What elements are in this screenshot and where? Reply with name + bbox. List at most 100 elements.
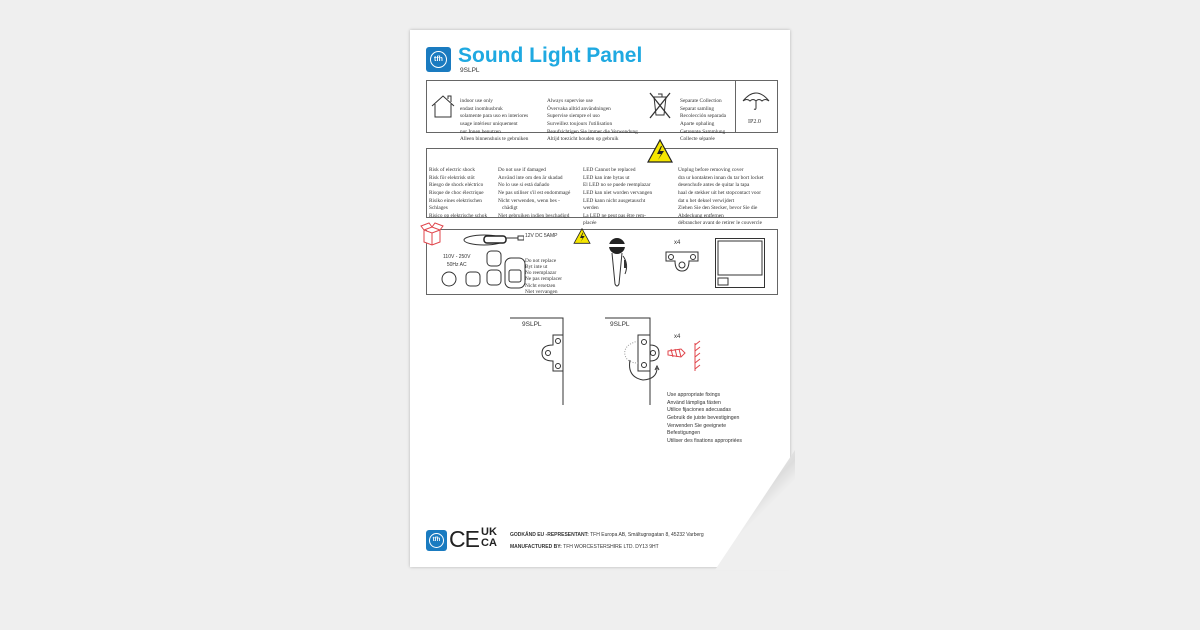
text-line: LED kan niet worden vervangen bbox=[583, 189, 653, 196]
bracket-quantity: x4 bbox=[674, 240, 681, 246]
model-label-left: 9SLPL bbox=[522, 321, 542, 328]
text-line: LED Cannot be replaced bbox=[583, 167, 636, 174]
contents-box: 12V DC 5AMP 110V - 250V 50Hz AC Do not r… bbox=[426, 228, 778, 295]
text-line: Risiko eines elektrischen Schlages bbox=[429, 197, 482, 212]
ce-mark: CE bbox=[449, 526, 480, 552]
light-panel-icon bbox=[715, 238, 765, 288]
text-line: Använd inte om den är skadad bbox=[498, 174, 563, 181]
text-line: Risk för elektrisk stöt bbox=[429, 174, 475, 181]
model-label-right: 9SLPL bbox=[610, 321, 630, 328]
text-line: Separate Collection bbox=[680, 98, 722, 105]
text-line: Surveillez toujours l'utilisation bbox=[547, 120, 613, 127]
text-line: Always supervise use bbox=[547, 98, 593, 105]
mfr-label: MANUFACTURED BY: bbox=[510, 544, 562, 550]
text-line: Alleen binnenshuis te gebruiken bbox=[460, 136, 529, 143]
text-line: Ziehen Sie den Stecker, bevor Sie die Ab… bbox=[678, 205, 758, 219]
electric-warning-icon bbox=[647, 139, 673, 163]
text-line: Gebruik de juiste bevestigingen bbox=[667, 414, 740, 421]
text-line: El LED no se puede reemplazar bbox=[583, 182, 651, 189]
text-line: Niet gebruiken indien beschadigd bbox=[498, 212, 570, 219]
adapter-rating: 12V DC 5AMP bbox=[525, 233, 558, 239]
text-line: solamente para uso en interiores bbox=[460, 113, 529, 120]
voltage-rating: 110V - 250V 50Hz AC bbox=[443, 254, 471, 268]
open-box-icon bbox=[420, 222, 444, 246]
text-line: usage intérieur uniquement bbox=[460, 120, 518, 127]
text-line: indoor use only bbox=[460, 98, 493, 105]
text-line: Do not replace bbox=[525, 257, 557, 264]
page-curl bbox=[715, 450, 795, 570]
text-line: haal de stekker uit het stopcontact voor… bbox=[678, 189, 761, 204]
ip-rating: IP2.0 bbox=[748, 119, 761, 125]
plug-types-icon bbox=[441, 250, 526, 289]
text-line: débrancher avant de retirer le couvercle bbox=[678, 220, 762, 227]
text-line: LED kan inte bytas ut bbox=[583, 174, 630, 181]
text-line: Use appropriate fixings bbox=[667, 392, 721, 399]
text-line: endast inomhusbruk bbox=[460, 105, 503, 112]
eu-representant: GODKÄND EU -REPRESENTANT: TFH Europa AB,… bbox=[510, 532, 704, 538]
footer-brand-logo-text: tfh bbox=[429, 533, 444, 548]
text-line: Recolección separada bbox=[680, 113, 727, 120]
brand-logo-text: tfh bbox=[430, 51, 447, 68]
text-line: Riesgo de shock eléctrico bbox=[429, 182, 484, 189]
page-title: Sound Light Panel bbox=[458, 44, 643, 67]
text-line: Getrennte Sammlung bbox=[680, 128, 726, 135]
text-line: Verwenden Sie geeignete Befestigungen bbox=[667, 422, 727, 437]
text-line: Separat samling bbox=[680, 105, 714, 112]
footer-brand-logo: tfh bbox=[426, 530, 447, 551]
text-line: Nicht verwenden, wenn bes - chädigt bbox=[498, 197, 560, 212]
text-line: Unplug before removing cover bbox=[678, 167, 744, 174]
text-line: Ne pas utiliser s'il est endommagé bbox=[498, 189, 571, 196]
mfr-value: TFH WORCESTERSHIRE LTD. DY13 9HT bbox=[563, 544, 659, 550]
text-line: Beaufsichtigen Sie immer die Verwendung bbox=[547, 128, 638, 135]
text-line: Utiliser des fixations appropriées bbox=[667, 437, 742, 444]
text-line: Använd lämpliga fästen bbox=[667, 399, 721, 406]
mounting-bracket-icon bbox=[665, 251, 699, 272]
text-line: LED kann nicht ausgetauscht werden bbox=[583, 197, 646, 212]
rep-value: TFH Europa AB, Smältugnsgatan 8, 45232 V… bbox=[590, 532, 704, 538]
text-line: nur Innen benutzen bbox=[460, 128, 501, 135]
text-line: Aparte ophaling bbox=[680, 120, 715, 127]
text-line: Utilice fijaciones adecuadas bbox=[667, 407, 732, 414]
divider bbox=[735, 81, 736, 132]
text-line: Risque de choc électrique bbox=[429, 189, 484, 196]
text-line: Risico op elektrische schok bbox=[429, 212, 488, 219]
text-line: Byt inte ut bbox=[525, 263, 548, 270]
rep-label: GODKÄND EU -REPRESENTANT: bbox=[510, 532, 589, 538]
microphone-icon bbox=[609, 238, 628, 287]
text-line: dra ur kontakten innan du tar bort locke… bbox=[678, 174, 764, 181]
text-line: desenchufe antes de quitar la tapa bbox=[678, 182, 750, 189]
text-line: La LED ne peut pas être rem- placée bbox=[583, 212, 646, 227]
text-line: Do not use if damaged bbox=[498, 167, 546, 174]
text-line: Ne pas remplacer bbox=[525, 276, 563, 283]
text-line: Nicht ersetzen bbox=[525, 282, 556, 289]
text-line: Övervaka alltid användningen bbox=[547, 105, 611, 112]
bracket-rotate-diagram bbox=[605, 317, 701, 405]
panel-bracket-diagram bbox=[510, 317, 564, 405]
electric-warning-icon bbox=[573, 228, 591, 244]
house-icon bbox=[431, 95, 455, 118]
ukca-bottom: CA bbox=[481, 537, 497, 549]
text-line: Collecte séparée bbox=[680, 136, 715, 143]
text-line: Supervise siempre el uso bbox=[547, 113, 600, 120]
ukca-top: UK bbox=[481, 526, 497, 538]
manufacturer: MANUFACTURED BY: TFH WORCESTERSHIRE LTD.… bbox=[510, 544, 659, 550]
model-number: 9SLPL bbox=[460, 67, 480, 74]
text-line: Niet vervangen bbox=[525, 289, 558, 296]
text-line: Risk of electric shock bbox=[429, 167, 476, 174]
adapter-cable-icon bbox=[463, 234, 524, 246]
text-line: Altijd toezicht houden op gebruik bbox=[547, 136, 619, 143]
text-line: No reemplazar bbox=[525, 270, 557, 277]
weee-bin-icon bbox=[649, 92, 671, 119]
umbrella-icon bbox=[742, 92, 770, 110]
